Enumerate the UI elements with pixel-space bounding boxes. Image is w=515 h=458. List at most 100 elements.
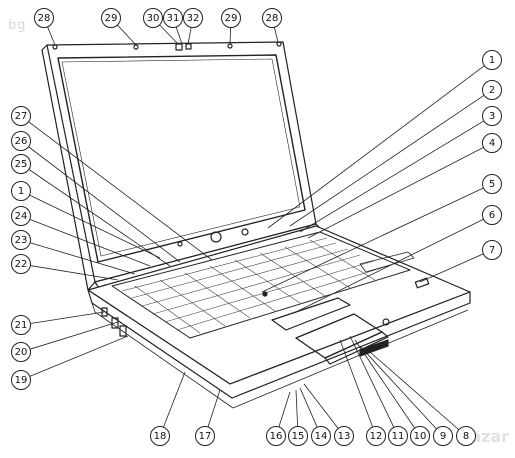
callout-leader-line [28, 169, 171, 267]
callout-leader-line [369, 351, 460, 431]
callout-number: 6 [489, 210, 495, 221]
callout-number: 28 [266, 13, 279, 24]
callout-number: 4 [489, 138, 495, 149]
callout-leader-line [273, 27, 279, 43]
latch-right [276, 41, 282, 47]
keyboard [111, 231, 411, 339]
callout-number: 28 [38, 13, 51, 24]
speaker-strip [359, 251, 415, 273]
front-slot [359, 339, 389, 357]
callout-marker [11, 254, 31, 274]
callout-marker [195, 426, 215, 446]
callout-marker [482, 240, 502, 260]
wireless-light [382, 318, 390, 326]
callout-marker [163, 8, 183, 28]
callout-marker [11, 181, 31, 201]
callout-leader-line [299, 387, 318, 428]
laptop-illustration [41, 41, 471, 409]
callout-leader-line [303, 383, 339, 429]
callout-marker [11, 106, 31, 126]
callout-number: 18 [154, 431, 167, 442]
webcam-light [185, 43, 192, 50]
base-bottom-edge [91, 302, 469, 409]
callout-leader-line [289, 94, 485, 227]
callout-marker [101, 8, 121, 28]
callout-marker [410, 426, 430, 446]
callout-number: 27 [15, 111, 28, 122]
callout-leader-line [267, 65, 485, 229]
callout-marker [183, 8, 203, 28]
callout-leader-line [29, 335, 129, 377]
callout-number: 17 [199, 431, 212, 442]
callout-number: 12 [370, 431, 383, 442]
callout-number: 20 [15, 347, 28, 358]
callout-number: 19 [15, 375, 28, 386]
callout-leader-line [354, 339, 416, 429]
power-button [241, 228, 249, 236]
callout-marker [482, 80, 502, 100]
callout-number: 2 [489, 85, 495, 96]
callout-leader-line [29, 321, 119, 350]
callout-leader-line [278, 391, 291, 428]
lid-edge [41, 44, 96, 291]
callout-marker [11, 342, 31, 362]
callout-number: 22 [15, 259, 28, 270]
callout-leader-line [419, 253, 484, 283]
screen-inner [61, 58, 301, 257]
screen-panel [57, 54, 306, 263]
fingerprint-reader [414, 277, 430, 289]
callout-number: 25 [15, 159, 28, 170]
callout-number: 11 [392, 431, 405, 442]
callout-leader-line [359, 345, 437, 430]
keyboard-keys [121, 237, 389, 334]
callout-leader-line [187, 27, 192, 45]
callout-leader-line [207, 389, 221, 428]
callout-leader-line [229, 27, 232, 45]
callout-number: 21 [15, 320, 28, 331]
callout-number: 29 [225, 13, 238, 24]
callout-leader-line [29, 219, 151, 267]
callout-marker [11, 206, 31, 226]
callout-marker [388, 426, 408, 446]
callout-leader-line [295, 218, 484, 313]
callout-marker [482, 50, 502, 70]
callout-number: 32 [187, 13, 200, 24]
webcam [175, 43, 183, 51]
callout-marker [366, 426, 386, 446]
callout-marker [456, 426, 476, 446]
port-card [119, 325, 127, 337]
fingerprint-light [177, 241, 183, 247]
callout-number: 10 [414, 431, 427, 442]
port-usb [111, 317, 119, 329]
callout-marker [34, 8, 54, 28]
callout-number: 26 [15, 136, 28, 147]
callout-marker [334, 426, 354, 446]
callout-number: 9 [440, 431, 446, 442]
callout-number: 14 [315, 431, 328, 442]
callout-marker [482, 205, 502, 225]
callout-marker [482, 133, 502, 153]
callout-number: 30 [147, 13, 160, 24]
callout-leader-line [295, 389, 298, 427]
callout-marker [482, 106, 502, 126]
callout-leader-line [349, 335, 395, 428]
callout-leader-line [339, 339, 374, 428]
watermark-top: bg [8, 18, 27, 33]
callout-marker [221, 8, 241, 28]
callout-leader-line [117, 24, 137, 46]
pointing-stick [262, 291, 268, 297]
callout-number: 5 [489, 179, 495, 190]
callout-marker [288, 426, 308, 446]
callout-marker [150, 426, 170, 446]
callout-marker [11, 230, 31, 250]
callout-leader-line [28, 121, 213, 261]
callout-number: 7 [489, 245, 495, 256]
pointing-stick-buttons [271, 297, 351, 331]
callout-leader-line [30, 265, 119, 281]
callout-marker [482, 174, 502, 194]
callout-leader-line [163, 371, 186, 428]
callout-marker [266, 426, 286, 446]
callout-leader-line [261, 187, 484, 293]
callout-number: 1 [489, 55, 495, 66]
